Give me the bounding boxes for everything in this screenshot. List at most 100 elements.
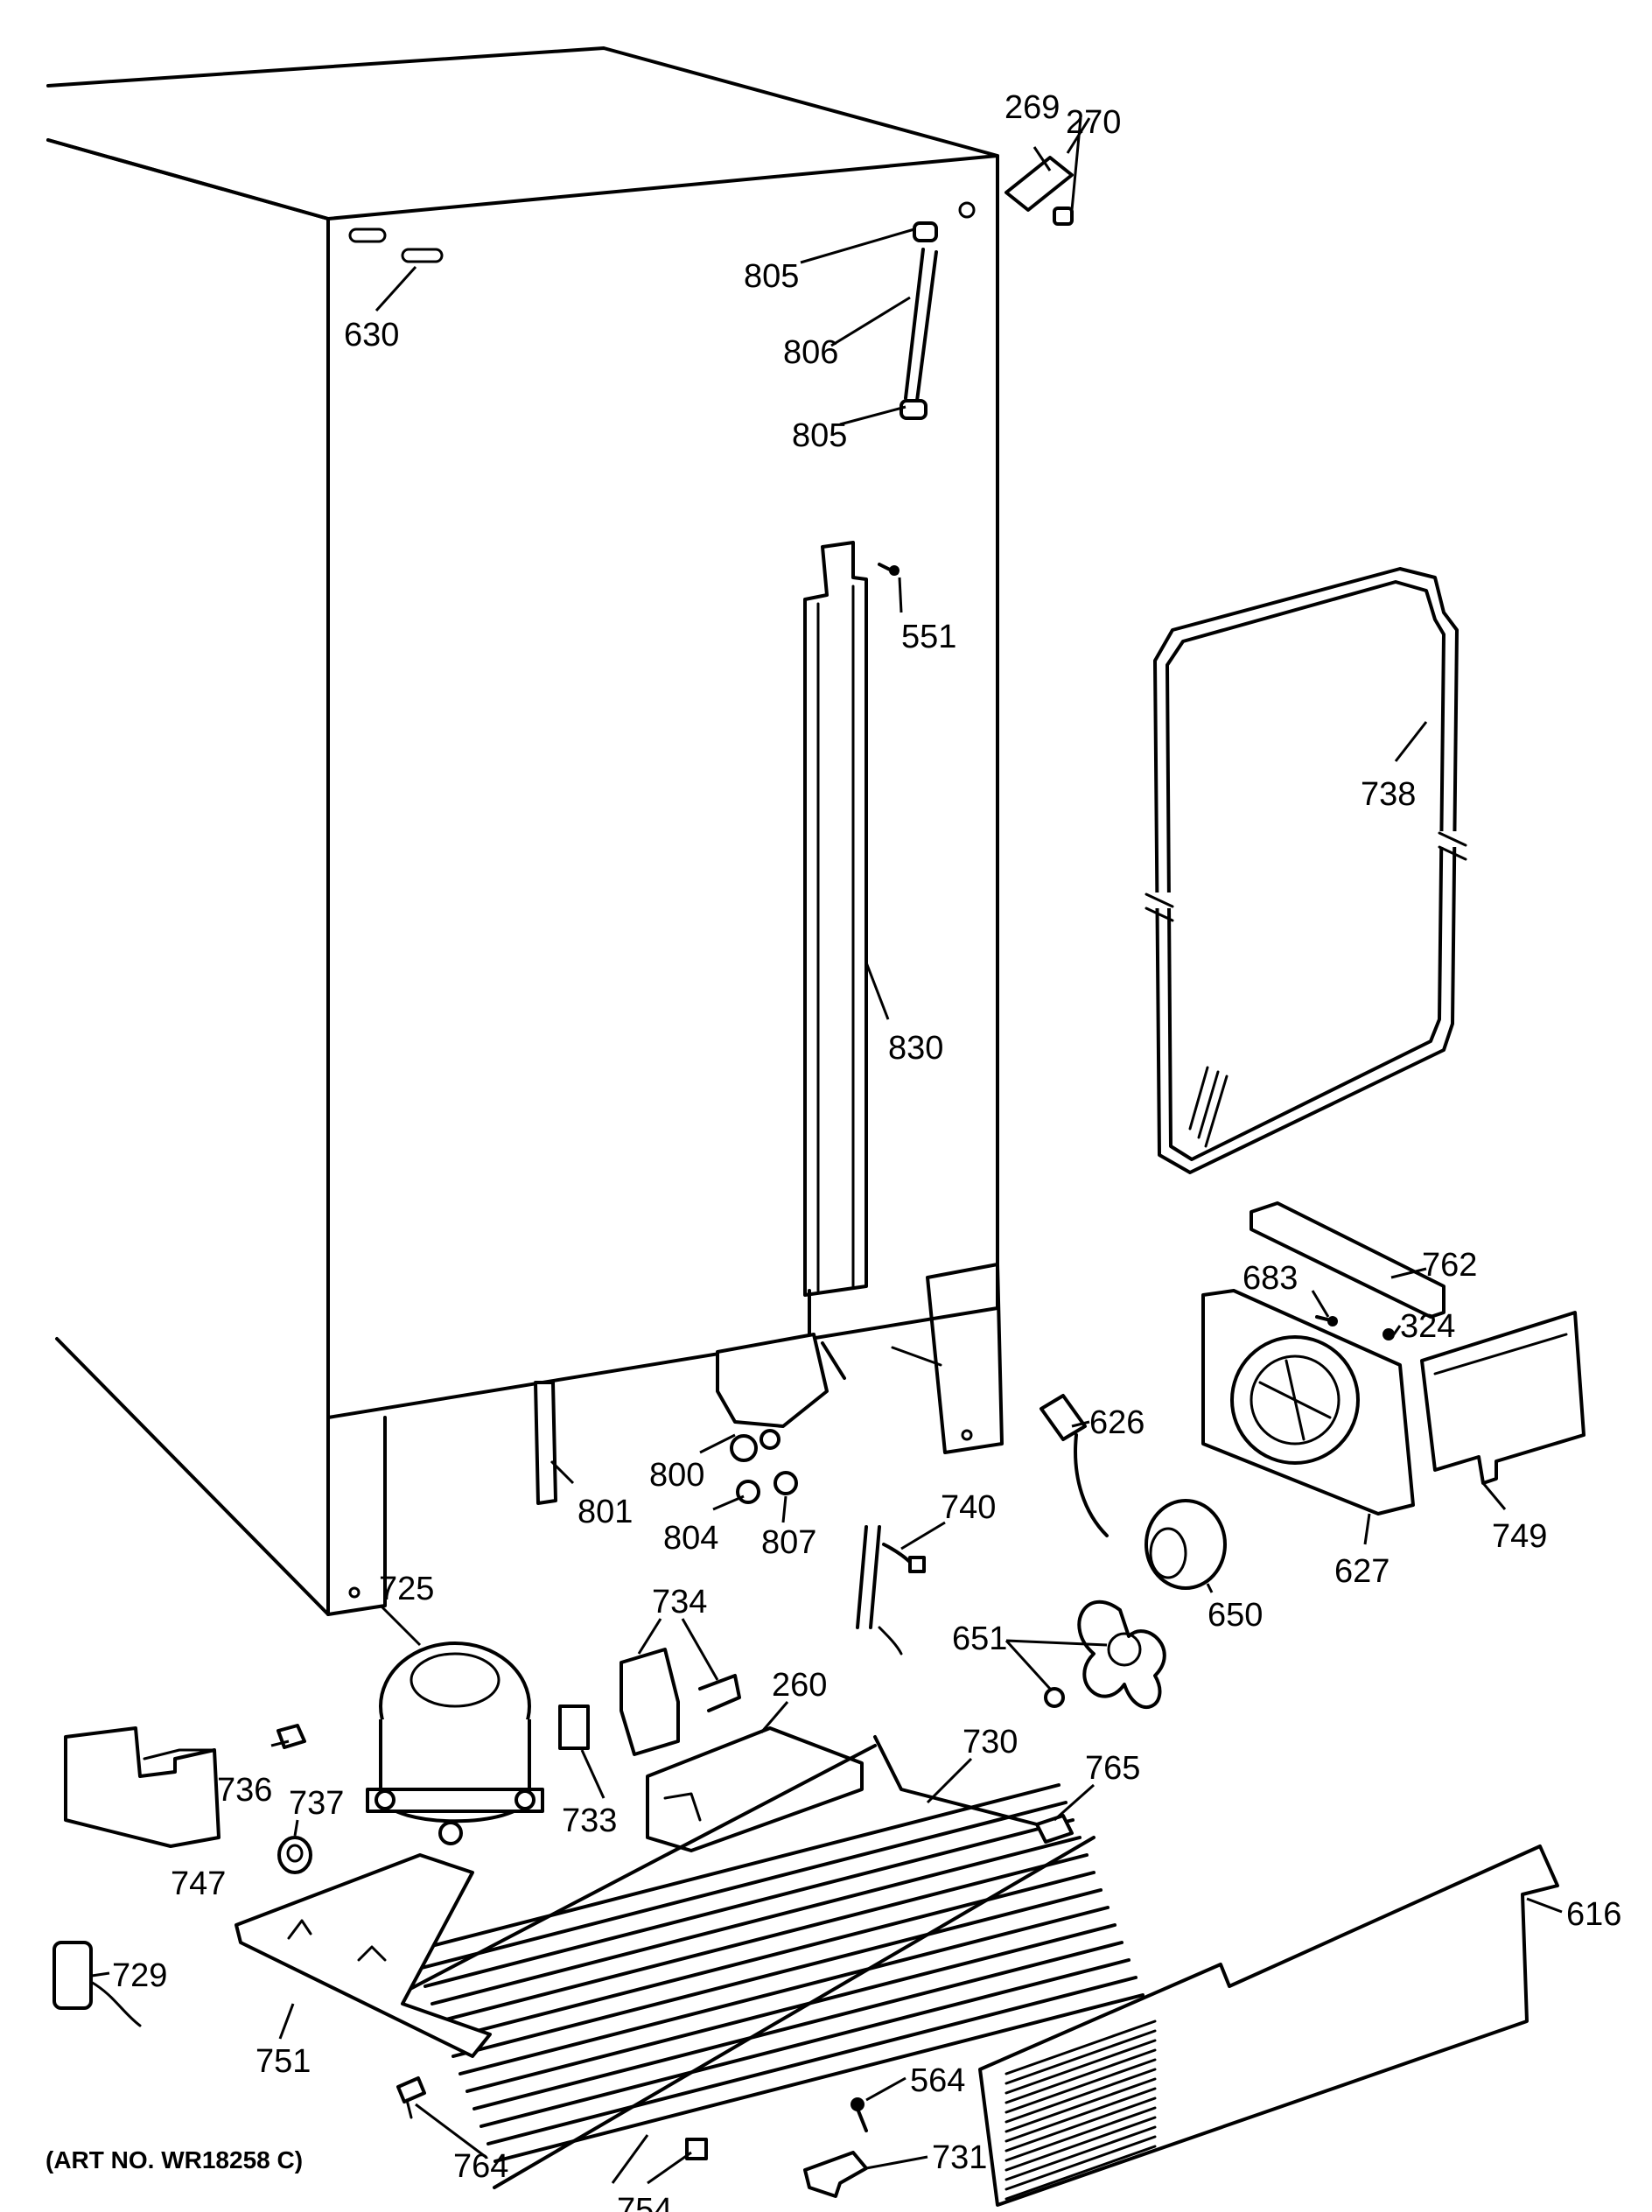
part-616-grille (978, 1844, 1559, 2207)
part-731-bracket (803, 2151, 868, 2198)
grille-slot (1004, 2106, 1157, 2162)
part-737-grommet (277, 1836, 312, 1874)
label-260: 260 (772, 1667, 827, 1704)
part-807-ball (774, 1471, 798, 1495)
part-683-screw (1315, 1315, 1338, 1326)
label-616: 616 (1566, 1896, 1621, 1933)
part-738-gasket (1142, 567, 1470, 1174)
coil-tube (444, 1871, 1096, 2040)
label-806: 806 (783, 334, 838, 371)
label-564: 564 (910, 2062, 965, 2099)
label-764: 764 (453, 2148, 508, 2185)
part-650-motor (1144, 1499, 1227, 1590)
part-labels: 269 270 805 806 805 630 551 738 830 762 … (46, 89, 1621, 2212)
grille-slot (1004, 2135, 1157, 2191)
coil-tube (438, 1853, 1088, 2023)
coil-tube (472, 1941, 1124, 2110)
label-805-top: 805 (744, 258, 799, 295)
label-626: 626 (1089, 1404, 1144, 1441)
part-733-overload (558, 1704, 590, 1750)
part-801-tube (534, 1381, 557, 1505)
grille-slot (1004, 2039, 1157, 2095)
grille-slot (1004, 2029, 1157, 2085)
part-830-mullion (803, 541, 868, 1297)
label-800: 800 (649, 1457, 704, 1494)
grille-slot (1004, 2096, 1157, 2152)
label-737: 737 (289, 1785, 344, 1822)
part-749-cover (1420, 1311, 1586, 1485)
grille-slot (1004, 2116, 1157, 2172)
label-730: 730 (962, 1724, 1018, 1760)
label-805-bottom: 805 (792, 417, 847, 454)
coil-tube (424, 1818, 1074, 1988)
label-740: 740 (941, 1489, 996, 1526)
coil-tube (458, 1906, 1110, 2076)
part-626-cord (1040, 1394, 1109, 1537)
label-324: 324 (1400, 1308, 1455, 1345)
part-627-fan-shroud (1201, 1289, 1415, 1516)
cabinet (46, 46, 1004, 1616)
label-830: 830 (888, 1030, 943, 1067)
grille-slot (1004, 2125, 1157, 2181)
part-729-capacitor (52, 1941, 142, 2027)
part-260-drain-pan (646, 1726, 864, 1852)
label-630: 630 (344, 317, 399, 354)
part-747-cover (64, 1726, 220, 1848)
part-762-strip (1250, 1201, 1446, 1319)
art-number: (ART NO. WR18258 C) (46, 2146, 303, 2174)
label-736: 736 (217, 1772, 272, 1809)
grille-slot (1004, 2145, 1157, 2201)
label-751: 751 (256, 2043, 311, 2080)
part-269-270-bracket (1004, 156, 1074, 226)
label-754: 754 (617, 2192, 672, 2212)
grille-slot (1004, 2077, 1157, 2133)
label-683: 683 (1242, 1260, 1298, 1297)
label-762: 762 (1422, 1247, 1477, 1284)
part-800-valve (716, 1289, 846, 1462)
label-733: 733 (562, 1802, 617, 1839)
part-764-clip (396, 2076, 426, 2119)
coil-tube (416, 1801, 1068, 1970)
label-804: 804 (663, 1520, 718, 1557)
coil-tube (480, 1958, 1130, 2128)
label-801: 801 (578, 1494, 633, 1530)
grille-slot (1004, 2020, 1157, 2076)
label-650: 650 (1208, 1597, 1263, 1634)
grille-slot (1004, 2058, 1157, 2114)
label-269: 269 (1004, 89, 1060, 126)
label-738: 738 (1361, 776, 1416, 813)
label-807: 807 (761, 1524, 816, 1561)
part-551-screw (878, 563, 900, 576)
coil-tube (410, 1783, 1060, 1953)
coil-tube (486, 1976, 1138, 2146)
label-729: 729 (112, 1957, 167, 1994)
grille-slot (1004, 2087, 1157, 2143)
coil-tube (494, 1993, 1144, 2163)
label-731: 731 (932, 2139, 987, 2176)
part-564-screw (850, 2097, 868, 2132)
label-551: 551 (901, 619, 956, 655)
label-627: 627 (1334, 1553, 1390, 1590)
label-651: 651 (952, 1620, 1007, 1657)
part-324-screw (1382, 1328, 1395, 1340)
grille-slot (1004, 2048, 1157, 2104)
coil-tube (466, 1923, 1116, 2093)
part-740-heater (856, 1525, 926, 1656)
label-747: 747 (171, 1866, 226, 1902)
part-751-base (234, 1853, 492, 2058)
part-754-pad (685, 2138, 708, 2160)
label-270: 270 (1066, 104, 1121, 141)
label-749: 749 (1492, 1518, 1547, 1555)
label-734: 734 (652, 1584, 707, 1620)
leader-lines (91, 117, 1563, 2185)
part-730-condenser (405, 1735, 1144, 2189)
grille-slot (1004, 2068, 1157, 2124)
part-734-relay (620, 1648, 741, 1756)
label-765: 765 (1085, 1750, 1140, 1787)
part-806-tube (900, 221, 938, 420)
part-725-compressor (366, 1642, 544, 1845)
part-804-ball (736, 1480, 760, 1504)
label-725: 725 (379, 1571, 434, 1607)
part-651-fan-blade (1044, 1600, 1166, 1709)
